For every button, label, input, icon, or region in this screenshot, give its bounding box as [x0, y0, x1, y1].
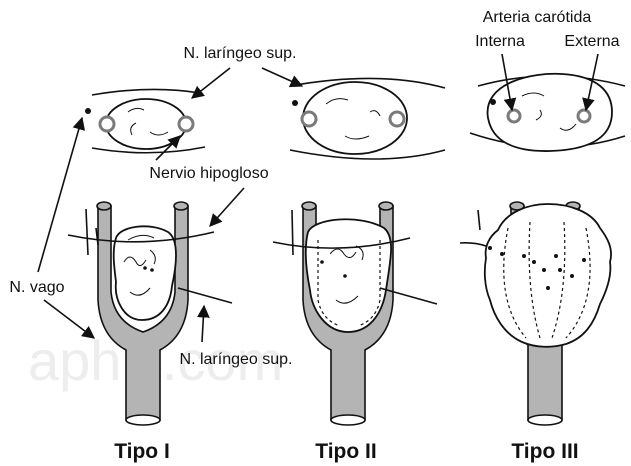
- interna-label: Interna: [475, 33, 525, 50]
- cross-section-type-1: [85, 89, 205, 152]
- external-carotid-ring-3: [578, 110, 590, 122]
- external-carotid-ring-1: [179, 117, 193, 131]
- externa-label: Externa: [564, 33, 619, 50]
- type-1-title: Tipo I: [114, 440, 170, 463]
- arteria-carotida-label: Arteria carótida: [483, 9, 592, 26]
- longitudinal-type-2: [273, 202, 437, 425]
- n-laringeo-sup-bottom-label: N. laríngeo sup.: [180, 351, 293, 368]
- external-carotid-ring-2: [390, 112, 404, 126]
- n-laringeo-sup-top-label: N. laríngeo sup.: [184, 45, 297, 62]
- internal-carotid-ring-3: [508, 110, 520, 122]
- nervio-hipogloso-label: Nervio hipogloso: [149, 165, 268, 182]
- cross-section-type-2: [290, 78, 445, 159]
- n-vago-label: N. vago: [9, 279, 64, 296]
- internal-carotid-ring-1: [100, 117, 114, 131]
- internal-carotid-ring-2: [302, 112, 316, 126]
- type-2-title: Tipo II: [315, 440, 376, 463]
- type-3-title: Tipo III: [511, 440, 578, 463]
- longitudinal-type-3: [460, 202, 611, 425]
- cross-section-type-3: [470, 74, 625, 151]
